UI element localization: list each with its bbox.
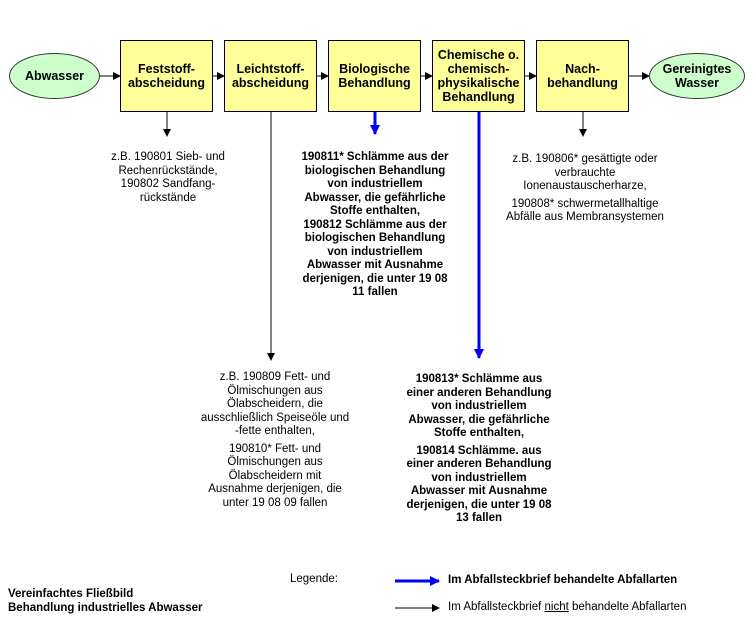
step-label-line: chemisch- bbox=[447, 62, 510, 76]
note-paragraph: z.B. 190809 Fett- und Ölmischungen aus Ö… bbox=[200, 371, 350, 437]
caption-line: Vereinfachtes Fließbild bbox=[8, 588, 134, 600]
note-paragraph: z.B. 190806* gesättigte oder verbrauchte… bbox=[512, 153, 658, 192]
step-biologische-behandlung: Biologische Behandlung bbox=[328, 40, 421, 112]
legend-text-prefix: Im Abfallsteckbrief bbox=[448, 601, 545, 613]
legend-text-suffix: behandelte Abfallarten bbox=[568, 601, 687, 613]
note-paragraph: 190808* schwermetallhaltige Abfälle aus … bbox=[506, 197, 664, 224]
end-node-label-line: Wasser bbox=[674, 76, 719, 90]
note-paragraph: 190814 Schlämme. aus einer anderen Behan… bbox=[406, 444, 552, 525]
note-nachbehandlung-wastes: z.B. 190806* gesättigte oder verbrauchte… bbox=[505, 153, 665, 229]
note-leichtstoff-wastes: z.B. 190809 Fett- und Ölmischungen aus Ö… bbox=[200, 371, 350, 514]
step-feststoffabscheidung: Feststoff- abscheidung bbox=[120, 40, 213, 112]
diagram-caption: Vereinfachtes Fließbild Behandlung indus… bbox=[8, 587, 202, 615]
start-node-abwasser: Abwasser bbox=[9, 53, 100, 99]
note-feststoff-wastes: z.B. 190801 Sieb- und Rechenrückstände, … bbox=[98, 151, 238, 209]
legend-label-not-treated: Im Abfallsteckbrief nicht behandelte Abf… bbox=[448, 601, 686, 613]
step-label-line: Biologische bbox=[339, 62, 410, 76]
end-node-label-line: Gereinigtes bbox=[662, 62, 732, 76]
step-label-line: Feststoff- bbox=[138, 62, 195, 76]
step-label-line: physikalische bbox=[437, 76, 520, 90]
step-chemische-behandlung: Chemische o. chemisch- physikalische Beh… bbox=[432, 40, 525, 112]
note-biologisch-wastes: 190811* Schlämme aus der biologischen Be… bbox=[300, 151, 450, 304]
legend-text-emphasis: nicht bbox=[544, 601, 569, 613]
note-paragraph: 190810* Fett- und Ölmischungen aus Ölabs… bbox=[208, 442, 342, 509]
legend-title: Legende: bbox=[290, 573, 338, 585]
legend-label-treated: Im Abfallsteckbrief behandelte Abfallart… bbox=[448, 574, 678, 586]
step-label-line: Behandlung bbox=[338, 76, 411, 90]
step-nachbehandlung: Nach- behandlung bbox=[536, 40, 629, 112]
step-label-line: abscheidung bbox=[231, 76, 310, 90]
step-label-line: Chemische o. bbox=[437, 48, 520, 62]
caption-line: Behandlung industrielles Abwasser bbox=[8, 602, 203, 614]
note-chemisch-wastes: 190813* Schlämme aus einer anderen Behan… bbox=[404, 373, 554, 530]
note-paragraph: 190813* Schlämme aus einer anderen Behan… bbox=[406, 373, 552, 439]
step-label-line: Behandlung bbox=[442, 90, 515, 104]
step-label-line: behandlung bbox=[547, 76, 618, 90]
note-paragraph: 190812 Schlämme aus der biologischen Beh… bbox=[302, 218, 448, 299]
step-label-line: Leichtstoff- bbox=[236, 62, 305, 76]
note-paragraph: z.B. 190801 Sieb- und Rechenrückstände, … bbox=[111, 151, 225, 204]
step-label-line: Nach- bbox=[565, 62, 600, 76]
note-paragraph: 190811* Schlämme aus der biologischen Be… bbox=[301, 151, 449, 217]
end-node-gereinigtes-wasser: Gereinigtes Wasser bbox=[649, 53, 745, 99]
step-leichtstoffabscheidung: Leichtstoff- abscheidung bbox=[224, 40, 317, 112]
start-node-label: Abwasser bbox=[24, 69, 85, 83]
step-label-line: abscheidung bbox=[127, 76, 206, 90]
